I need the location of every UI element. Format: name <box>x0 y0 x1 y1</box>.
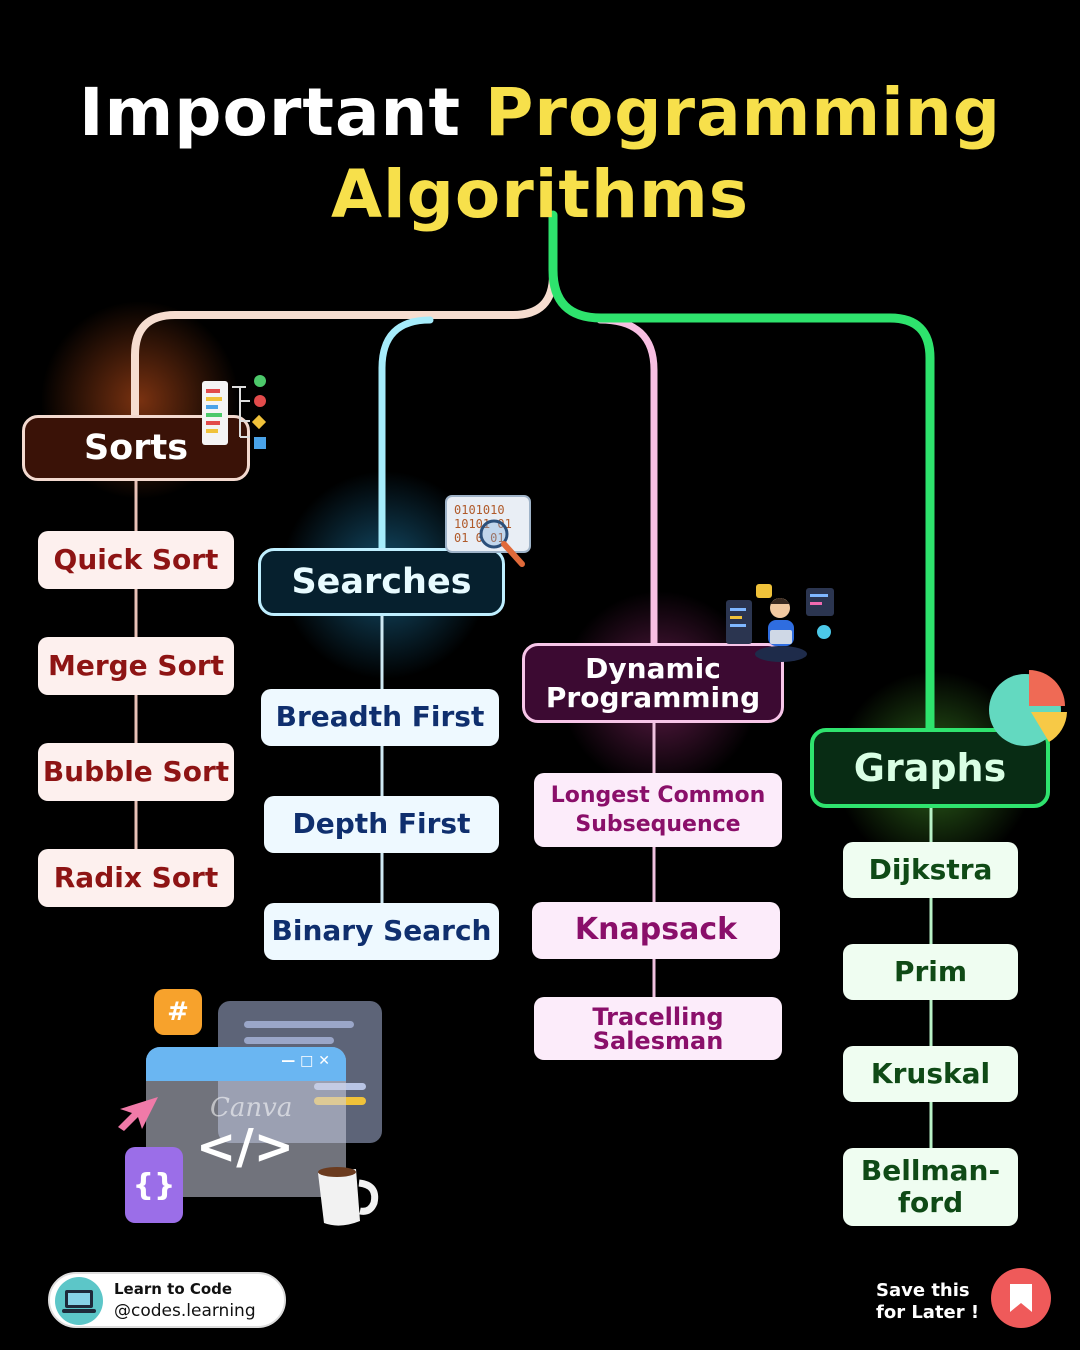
graphs-item-bellman-line2: ford <box>897 1186 964 1219</box>
dynamic-item-tsp-line2: Salesman <box>592 1026 724 1055</box>
graphs-item-bellman-ford: Bellman-ford <box>843 1148 1018 1226</box>
graphs-branch <box>548 210 935 733</box>
window-titlebar: — □ ✕ <box>146 1047 346 1081</box>
bookmark-icon <box>1010 1284 1032 1312</box>
svg-text:0101010: 0101010 <box>454 503 505 517</box>
searches-branch <box>378 316 434 552</box>
sort-list-icon <box>202 375 267 449</box>
title-line-1: Important Programming <box>0 80 1080 146</box>
save-line1: Save this <box>876 1280 970 1301</box>
dynamic-item-tsp-line1: Tracelling <box>592 1002 724 1031</box>
save-for-later-text: Save this for Later ! <box>876 1280 979 1324</box>
dynamic-branch <box>596 316 658 647</box>
svg-text:01 0 01: 01 0 01 <box>454 531 505 545</box>
sorts-heading: Sorts <box>22 415 250 481</box>
pie-chart-icon <box>989 670 1067 746</box>
code-tag-icon: </> <box>196 1119 294 1175</box>
sorts-item-bubble-sort: Bubble Sort <box>38 743 234 801</box>
graphs-item-dijkstra: Dijkstra <box>843 842 1018 898</box>
sorts-branch <box>131 211 557 419</box>
searches-item-binary-search: Binary Search <box>264 903 499 960</box>
dynamic-item-knapsack: Knapsack <box>532 902 780 959</box>
cursor-arrow-icon <box>118 1097 158 1131</box>
dynamic-item-lcs-line2: Subsequence <box>575 812 741 837</box>
graphs-item-prim: Prim <box>843 944 1018 1000</box>
canva-watermark: Canva <box>210 1093 293 1123</box>
searches-heading: Searches <box>258 548 505 616</box>
dynamic-heading-line2: Programming <box>545 681 761 714</box>
dynamic-heading-line1: Dynamic <box>585 651 721 685</box>
code-window: — □ ✕ Canva </> <box>146 1047 346 1197</box>
brand-handle: @codes.learning <box>114 1301 256 1321</box>
laptop-logo-icon <box>55 1277 103 1325</box>
hash-icon: # <box>154 989 202 1035</box>
title-line-2: Algorithms <box>330 156 750 233</box>
title-programming: Programming <box>485 74 1002 151</box>
save-bookmark-button[interactable] <box>991 1268 1051 1328</box>
coffee-mug-icon <box>318 1167 379 1226</box>
brand-name: Learn to Code <box>114 1280 233 1298</box>
dynamic-item-lcs-line1: Longest Common <box>550 782 766 808</box>
searches-item-depth-first: Depth First <box>264 796 499 853</box>
save-line2: for Later ! <box>876 1302 980 1323</box>
graphs-item-bellman-line1: Bellman- <box>860 1153 1001 1187</box>
sorts-item-quick-sort: Quick Sort <box>38 531 234 589</box>
sorts-item-merge-sort: Merge Sort <box>38 637 234 695</box>
sorts-item-radix-sort: Radix Sort <box>38 849 234 907</box>
braces-icon: {} <box>125 1147 183 1223</box>
brand-badge[interactable]: Learn to Code @codes.learning <box>48 1272 286 1328</box>
coding-illustration: # — □ ✕ Canva </> {} <box>110 985 400 1235</box>
title-important: Important <box>78 74 486 151</box>
graphs-item-kruskal: Kruskal <box>843 1046 1018 1102</box>
searches-item-breadth-first: Breadth First <box>261 689 499 746</box>
window-controls-icon: — □ ✕ <box>281 1053 330 1069</box>
dynamic-programming-heading: Dynamic Programming <box>522 643 784 723</box>
binary-search-icon: 0101010 10101 01 01 0 01 <box>445 495 531 567</box>
developer-illustration-icon <box>726 584 834 662</box>
